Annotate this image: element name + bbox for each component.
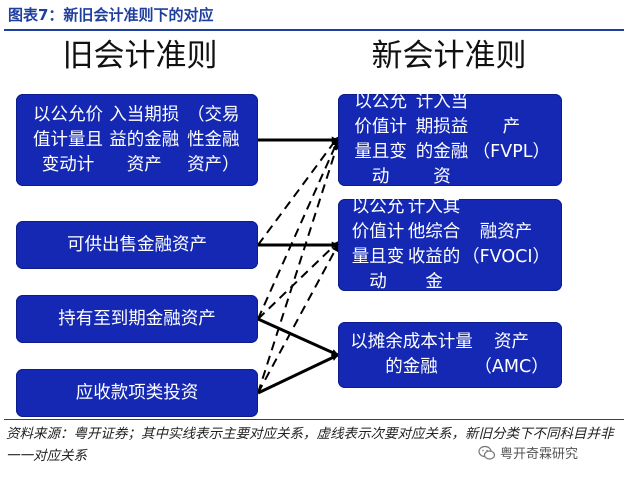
watermark-text: 粤开奇霖研究	[500, 447, 579, 462]
new-box-fvoci-line-1: 以公允价值计量且变动	[351, 197, 405, 292]
new-box-fvoci: 以公允价值计量且变动 计入其他综合收益的金 融资产（FVOCI）	[338, 197, 562, 292]
new-box-amc-line-2: 资产（AMC）	[474, 332, 549, 377]
title-divider	[4, 29, 624, 31]
new-box-fvoci-line-3: 融资产（FVOCI）	[462, 222, 550, 267]
new-box-fvpl-line-2: 计入当期损益的金融资	[415, 92, 469, 187]
new-box-fvpl: 以公允价值计量且变动 计入当期损益的金融资 产（FVPL）	[338, 92, 562, 187]
primary-mapping-arrow	[257, 353, 339, 395]
source-note: 资料来源：粤开证券；其中实线表示主要对应关系，虚线表示次要对应关系，新旧分类下不…	[6, 426, 614, 464]
secondary-mapping-arrow	[257, 136, 339, 246]
old-box-receivables: 应收款项类投资	[16, 369, 258, 417]
old-box-fvpl-line-3: （交易性金融资产）	[187, 104, 240, 175]
old-box-afs-label: 可供出售金融资产	[67, 234, 207, 255]
new-box-fvoci-line-2: 计入其他综合收益的金	[407, 197, 461, 292]
secondary-mapping-arrow	[257, 142, 340, 394]
figure-title: 图表7：新旧会计准则下的对应	[8, 6, 214, 24]
primary-mapping-arrow	[257, 317, 339, 357]
old-box-fvpl-line-2: 入当期损益的金融资产	[109, 104, 180, 175]
secondary-mapping-arrow	[257, 244, 339, 394]
old-box-available-for-sale: 可供出售金融资产	[16, 221, 258, 269]
secondary-mapping-arrow	[257, 241, 339, 320]
old-box-htm-label: 持有至到期金融资产	[58, 308, 216, 329]
new-box-fvpl-line-3: 产（FVPL）	[472, 117, 550, 162]
old-box-held-to-maturity: 持有至到期金融资产	[16, 295, 258, 343]
old-standard-header: 旧会计准则	[62, 38, 218, 74]
new-box-amc-line-1: 以摊余成本计量的金融	[350, 332, 473, 377]
new-box-fvpl-line-1: 以公允价值计量且变动	[354, 92, 407, 187]
source-divider	[4, 419, 624, 420]
secondary-mapping-arrow	[257, 139, 339, 320]
new-standard-header: 新会计准则	[371, 38, 527, 74]
watermark: 粤开奇霖研究	[478, 443, 578, 462]
old-box-receivables-label: 应收款项类投资	[75, 382, 199, 403]
old-box-fvpl-line-1: 以公允价值计量且变动计	[32, 104, 103, 175]
old-box-fvpl-trading: 以公允价值计量且变动计 入当期损益的金融资产 （交易性金融资产）	[16, 94, 258, 186]
wechat-icon	[478, 445, 496, 460]
new-box-amc: 以摊余成本计量的金融 资产（AMC）	[338, 322, 562, 388]
